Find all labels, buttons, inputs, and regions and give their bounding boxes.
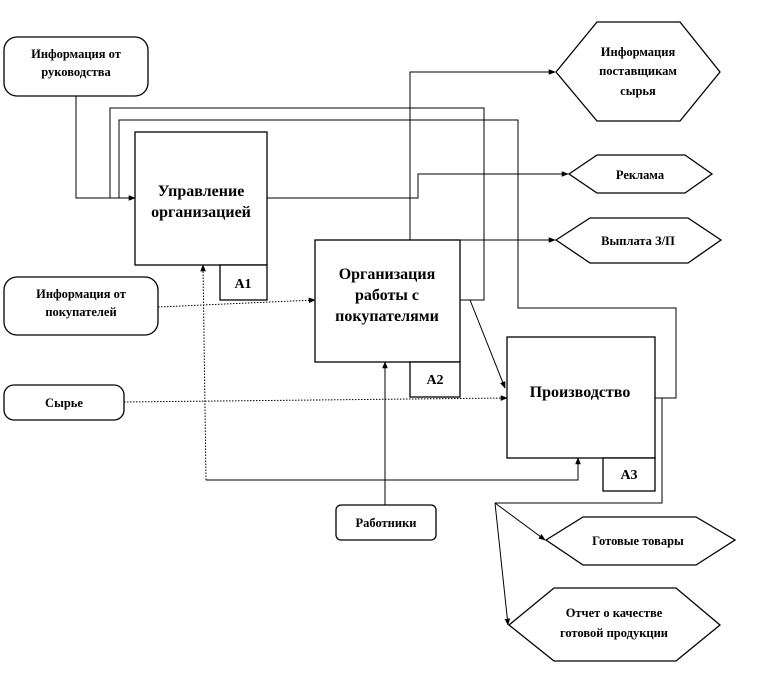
- output-advertising: Реклама: [567, 154, 714, 194]
- output-finished-goods: Готовые товары: [544, 516, 737, 566]
- input-customer-info: Информация от покупателей: [3, 276, 159, 336]
- a3-feedback-to-a1-line: [118, 119, 677, 399]
- activity-a2-label-2: работы с: [355, 287, 419, 304]
- output-supplier-info: Информация поставщикам сырья: [555, 21, 721, 122]
- activity-a2-label-1: Организация: [339, 266, 436, 283]
- activity-a1-label-2: организацией: [151, 204, 251, 221]
- output-supplier-info-label-2: поставщикам: [599, 64, 677, 78]
- activity-a3-id: A3: [620, 468, 637, 483]
- activity-a2: Организация работы с покупателями A2: [314, 239, 461, 398]
- input-raw-material-label: Сырье: [45, 396, 83, 410]
- activity-a1-label-1: Управление: [158, 183, 245, 200]
- activity-a2-id: A2: [426, 373, 443, 388]
- output-supplier-info-label-3: сырья: [620, 84, 656, 98]
- connectors: [75, 69, 677, 626]
- a1-to-advertising-arrow: [267, 171, 569, 199]
- output-quality-report: Отчет о качестве готовой продукции: [507, 587, 722, 662]
- output-salary: Выплата З/П: [554, 217, 723, 264]
- input-raw-material: Сырье: [3, 384, 125, 421]
- a3-to-finished-goods-arrow: [494, 502, 546, 541]
- a2-to-a3-arrow: [469, 299, 506, 389]
- a3-to-quality-report-arrow: [494, 502, 511, 626]
- input-workers-label: Работники: [355, 516, 416, 530]
- workers-to-a1-arrow: [200, 264, 207, 481]
- mgmt-info-to-a1-arrow: [75, 96, 136, 201]
- activity-a1: Управление организацией A1: [134, 131, 268, 301]
- input-customer-info-label-1: Информация от: [36, 287, 126, 301]
- a2-feedback-to-a1-line: [109, 107, 485, 301]
- activity-a1-id: A1: [234, 277, 251, 292]
- customer-info-to-a2-arrow: [157, 297, 316, 308]
- input-mgmt-info-label-1: Информация от: [31, 47, 121, 61]
- raw-material-to-a3-arrow: [123, 395, 508, 403]
- output-advertising-label: Реклама: [616, 168, 665, 182]
- output-salary-label: Выплата З/П: [601, 234, 675, 248]
- activity-a3-label-1: Производство: [530, 384, 631, 401]
- input-mgmt-info-label-2: руководства: [41, 65, 111, 79]
- input-workers: Работники: [335, 504, 437, 541]
- workers-to-a3-arrow: [206, 457, 581, 481]
- activity-a3: Производство A3: [506, 336, 656, 492]
- a3-output-line: [495, 397, 663, 504]
- input-mgmt-info: Информация от руководства: [3, 36, 149, 97]
- output-supplier-info-label-1: Информация: [601, 45, 676, 59]
- activity-a2-label-3: покупателями: [335, 308, 439, 325]
- output-finished-goods-label: Готовые товары: [592, 534, 684, 548]
- output-quality-report-label-2: готовой продукции: [560, 626, 668, 640]
- input-customer-info-label-2: покупателей: [45, 305, 116, 319]
- a2-to-supplier-info-arrow: [409, 69, 556, 240]
- output-quality-report-label-1: Отчет о качестве: [566, 606, 663, 620]
